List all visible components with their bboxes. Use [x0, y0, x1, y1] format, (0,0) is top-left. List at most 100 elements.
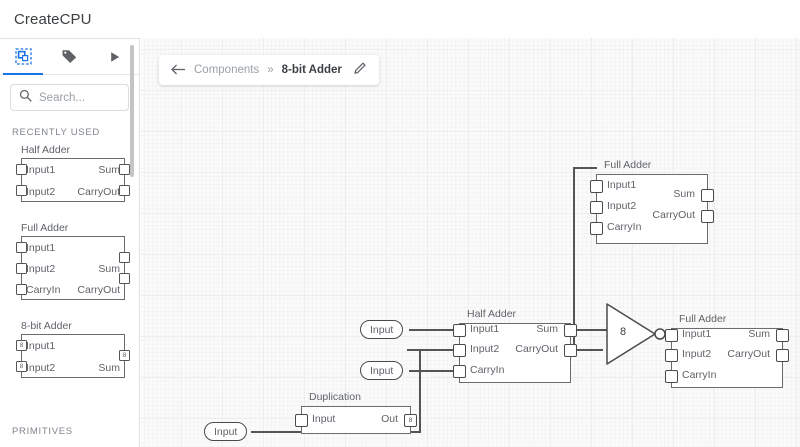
node-body[interactable]: Input 8 Out: [295, 406, 417, 434]
node-title: Duplication: [309, 391, 361, 403]
pin-label: Sum: [98, 164, 120, 176]
pin-label: Input1: [682, 328, 712, 340]
title-bar: CreateCPU: [0, 0, 800, 38]
pin-input2[interactable]: 8: [16, 361, 27, 372]
pin-sum[interactable]: [701, 189, 714, 202]
node-duplication[interactable]: Duplication Input 8 Out: [295, 391, 417, 434]
wire: [565, 349, 593, 352]
pin-out[interactable]: 8: [404, 414, 417, 427]
node-title: Half Adder: [467, 308, 517, 320]
pin-sum[interactable]: [119, 164, 130, 175]
node-body[interactable]: Input1 Input2 CarryIn Sum CarryOut: [453, 323, 577, 383]
node-title: Full Adder: [679, 313, 727, 325]
pin-input2[interactable]: [453, 344, 466, 357]
pin-label: CarryIn: [470, 364, 505, 376]
wire: [407, 349, 467, 352]
input-pin-label: Input: [214, 425, 238, 438]
node-body[interactable]: Input1 Input2 CarryIn Sum CarryOut: [590, 174, 714, 244]
components-icon: [14, 48, 32, 65]
wire: [573, 329, 576, 351]
arrow-left-icon[interactable]: [171, 63, 186, 77]
library-item-body: Input1 Sum Input2 CarryOut: [16, 158, 130, 202]
wire: [409, 370, 465, 373]
pin-label: CarryOut: [727, 348, 770, 360]
buffer-width-label: 8: [620, 326, 627, 338]
active-tab-indicator: [3, 73, 43, 75]
pin-carryout[interactable]: [564, 344, 577, 357]
pin-sum[interactable]: [564, 324, 577, 337]
pin-label: CarryIn: [682, 369, 717, 381]
wire: [591, 329, 609, 332]
pin-input2[interactable]: [665, 349, 678, 362]
section-header-recently-used: RECENTLY USED: [12, 127, 100, 138]
pin-carryout[interactable]: [776, 349, 789, 362]
wire: [591, 349, 603, 352]
pin-input1[interactable]: [16, 242, 27, 253]
wire: [419, 349, 422, 432]
library-item-title: 8-bit Adder: [21, 320, 72, 332]
pin-label: Input2: [26, 262, 56, 275]
pin-input1[interactable]: [16, 164, 27, 175]
wire: [407, 431, 421, 434]
tags-tab[interactable]: [46, 39, 92, 74]
node-body[interactable]: Input1 Input2 CarryIn Sum CarryOut: [665, 328, 789, 388]
pin-label: Input2: [26, 362, 56, 374]
pin-label: Input1: [26, 241, 56, 254]
pin-carryout[interactable]: [119, 273, 130, 284]
pin-label: Input2: [26, 186, 56, 198]
pin-carryin[interactable]: [590, 222, 603, 235]
library-item-title: Half Adder: [21, 144, 71, 156]
pin-input2[interactable]: [16, 263, 27, 274]
pin-input[interactable]: [295, 414, 308, 427]
breadcrumb-parent[interactable]: Components: [194, 64, 260, 76]
schematic-canvas[interactable]: Components » 8-bit Adder: [141, 38, 800, 447]
pin-input1[interactable]: [665, 329, 678, 342]
breadcrumb-current: 8-bit Adder: [281, 64, 342, 76]
pin-carryin[interactable]: [16, 284, 27, 295]
pin-input1[interactable]: [453, 324, 466, 337]
pin-label: CarryOut: [77, 186, 120, 198]
pin-label: CarryIn: [607, 221, 642, 233]
search-box[interactable]: [10, 84, 129, 111]
pin-input1[interactable]: [590, 180, 603, 193]
pin-carryin[interactable]: [453, 365, 466, 378]
pin-label: CarryIn: [26, 283, 61, 296]
pin-carryin[interactable]: [665, 370, 678, 383]
pin-carryout[interactable]: [119, 185, 130, 196]
search-input[interactable]: [39, 91, 119, 104]
library-item-title: Full Adder: [21, 222, 69, 234]
bus-buffer[interactable]: 8: [601, 302, 667, 371]
sidebar-scrollbar[interactable]: [130, 45, 134, 177]
pin-label: Sum: [673, 188, 695, 200]
library-item-8bit-adder[interactable]: 8-bit Adder 8 8 8 Input1 Input2 Sum: [0, 320, 139, 382]
library-item-body: Input1 Input2 Sum CarryIn CarryOut: [16, 236, 130, 300]
pin-carryout[interactable]: [701, 210, 714, 223]
run-tab[interactable]: [92, 39, 138, 74]
pin-label: Input1: [26, 164, 56, 176]
input-pin-label: Input: [370, 323, 394, 336]
pin-input1[interactable]: 8: [16, 340, 27, 351]
node-full-adder-top[interactable]: Full Adder Input1 Input2 CarryIn Sum Car…: [590, 159, 714, 244]
pin-input2[interactable]: [16, 185, 27, 196]
pin-sum[interactable]: [119, 252, 130, 263]
components-tab[interactable]: [0, 39, 46, 75]
pin-label: Sum: [536, 323, 558, 335]
pin-input2[interactable]: [590, 201, 603, 214]
pin-sum[interactable]: 8: [119, 350, 130, 361]
wire: [251, 431, 301, 434]
wire: [409, 329, 465, 332]
pin-label: Sum: [748, 328, 770, 340]
library-item-half-adder[interactable]: Half Adder Input1 Sum Input2 CarryOut: [0, 144, 139, 206]
input-pin-3[interactable]: Input: [204, 422, 248, 441]
pencil-icon[interactable]: [354, 61, 367, 79]
buffer-triangle-icon: [606, 303, 666, 365]
node-full-adder-right[interactable]: Full Adder Input1 Input2 CarryIn Sum Car…: [665, 313, 789, 388]
app-title: CreateCPU: [14, 10, 92, 28]
pin-sum[interactable]: [776, 329, 789, 342]
search-icon: [19, 89, 32, 107]
library-item-full-adder[interactable]: Full Adder Input1 Input2 Sum: [0, 222, 139, 304]
input-pin-1[interactable]: Input: [360, 320, 404, 339]
input-pin-2[interactable]: Input: [360, 361, 404, 380]
node-half-adder[interactable]: Half Adder Input1 Input2 CarryIn Sum Car…: [453, 308, 577, 383]
